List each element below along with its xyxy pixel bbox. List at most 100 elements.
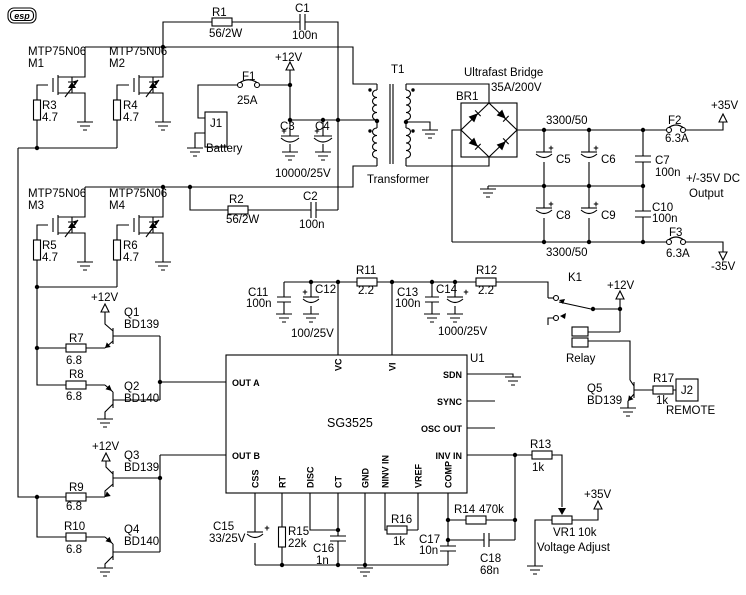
plus-c5: +: [548, 143, 553, 153]
pin-vc: VC: [334, 358, 344, 371]
capacitor-c18-body: [483, 533, 490, 547]
label-relay: Relay: [566, 353, 596, 365]
resistor-r8-body: [65, 380, 87, 390]
label-r16-value: 1k: [393, 536, 405, 548]
label-r6-value: 4.7: [123, 252, 139, 264]
label-c3-ref: C3: [280, 121, 295, 133]
label-c12-ref: C12: [315, 284, 336, 296]
label-r11-ref: R11: [356, 265, 376, 277]
label-c3c4-value: 10000/25V: [275, 168, 331, 180]
label-c12-value: 100/25V: [291, 328, 334, 340]
label-r10-ref: R10: [64, 521, 85, 533]
label-r9-ref: R9: [69, 482, 84, 494]
resistor-r4-body: [112, 99, 122, 121]
label-r10-value: 6.8: [66, 544, 82, 556]
label-neg35v: -35V: [711, 261, 736, 273]
pin-css: CSS: [251, 469, 261, 488]
label-j1-battery: Battery: [206, 143, 243, 155]
plus-c15: +: [264, 523, 269, 533]
label-c9-ref: C9: [601, 210, 616, 222]
resistor-r6-body: [112, 239, 122, 261]
resistor-r11-body: [356, 277, 378, 287]
label-r1-value: 56/2W: [209, 28, 242, 40]
label-r16-ref: R16: [391, 514, 412, 526]
label-m4-part: MTP75N06: [109, 188, 167, 200]
label-c16-ref: C16: [313, 543, 334, 555]
label-r3-ref: R3: [42, 100, 57, 112]
pin-vref: VREF: [414, 463, 424, 488]
pot-vr1: [551, 508, 573, 525]
label-bridge-title: Ultrafast Bridge: [464, 67, 543, 79]
label-c15-ref: C15: [213, 521, 234, 533]
supply-arrows: [100, 60, 728, 510]
label-c2-value: 100n: [299, 219, 325, 231]
label-c18-value: 68n: [480, 565, 499, 577]
pin-rt: RT: [278, 476, 288, 488]
resistor-r15-body: [277, 526, 287, 548]
label-c7-ref: C7: [655, 155, 670, 167]
label-c17-value: 10n: [419, 545, 438, 557]
label-r1-ref: R1: [212, 7, 227, 19]
plus-c3: +: [281, 126, 286, 136]
label-f1-ref: F1: [242, 71, 255, 83]
label-c4-ref: C4: [315, 121, 330, 133]
label-r13-ref: R13: [530, 439, 551, 451]
capacitor-c10-body: [635, 210, 651, 218]
capacitor-c11-body: [277, 296, 291, 303]
label-voltage-adjust: Voltage Adjust: [537, 542, 611, 554]
label-r5-value: 4.7: [42, 252, 58, 264]
label-r3-value: 4.7: [42, 112, 58, 124]
plus-c8: +: [548, 199, 553, 209]
label-c6-ref: C6: [601, 154, 616, 166]
label-q5-ref: Q5: [587, 383, 602, 395]
connector-j1-box: [204, 111, 228, 148]
label-q3-ref: Q3: [124, 450, 139, 462]
label-q1-part: BD139: [124, 319, 159, 331]
plus-c9: +: [593, 199, 598, 209]
pin-gnd: GND: [361, 468, 371, 489]
label-q4-ref: Q4: [124, 524, 140, 536]
label-m1-part: MTP75N06: [28, 46, 86, 58]
bridge-diode-icon: [496, 137, 510, 151]
resistor-r9-body: [65, 492, 87, 502]
pin-out-b: OUT B: [232, 451, 260, 461]
transformer-t1: [368, 84, 415, 164]
label-c10-value: 100n: [652, 213, 678, 225]
label-q5-part: BD139: [587, 395, 622, 407]
label-m1-ref: M1: [28, 58, 44, 70]
pin-inv-in: INV IN: [435, 451, 462, 461]
label-r12-ref: R12: [476, 265, 497, 277]
label-q2-ref: Q2: [124, 381, 139, 393]
label-r2-value: 56/2W: [226, 214, 259, 226]
plus-c12: +: [302, 287, 307, 297]
pin-comp: COMP: [444, 461, 454, 488]
label-f2-ref: F2: [668, 115, 681, 127]
capacitor-c16-body: [330, 535, 346, 542]
resistor-bodies: [32, 17, 674, 548]
capacitor-c12-body: [302, 296, 320, 304]
label-r17-value: 1k: [656, 395, 668, 407]
fuse-f1: [236, 79, 261, 89]
resistor-r10-body: [65, 532, 87, 542]
label-c5c6-value: 3300/50: [546, 115, 588, 127]
label-c14-value: 1000/25V: [438, 326, 488, 338]
resistor-r2-body: [227, 205, 249, 215]
capacitor-c7-body: [635, 155, 651, 163]
label-c1-ref: C1: [295, 3, 310, 15]
labels: MTP75N06 M1 MTP75N06 M2 MTP75N06 M3 MTP7…: [28, 3, 740, 577]
transistor-arrows: [105, 342, 634, 543]
label-m3-part: MTP75N06: [28, 188, 86, 200]
label-m3-ref: M3: [28, 200, 44, 212]
label-dc-output-2: Output: [689, 188, 724, 200]
label-r5-ref: R5: [42, 240, 57, 252]
capacitor-c2-body: [310, 202, 317, 218]
label-r9-value: 6.8: [66, 501, 82, 513]
capacitor-c15-body: [246, 531, 264, 539]
label-35v-top: +35V: [711, 100, 739, 112]
label-r17-ref: R17: [653, 373, 674, 385]
connector-j2-box: [675, 378, 699, 402]
capacitor-c6-body: [580, 151, 598, 159]
bridge-diode-icon: [468, 109, 482, 123]
label-f2-value: 6.3A: [665, 133, 689, 145]
label-r15-value: 22k: [288, 538, 307, 550]
